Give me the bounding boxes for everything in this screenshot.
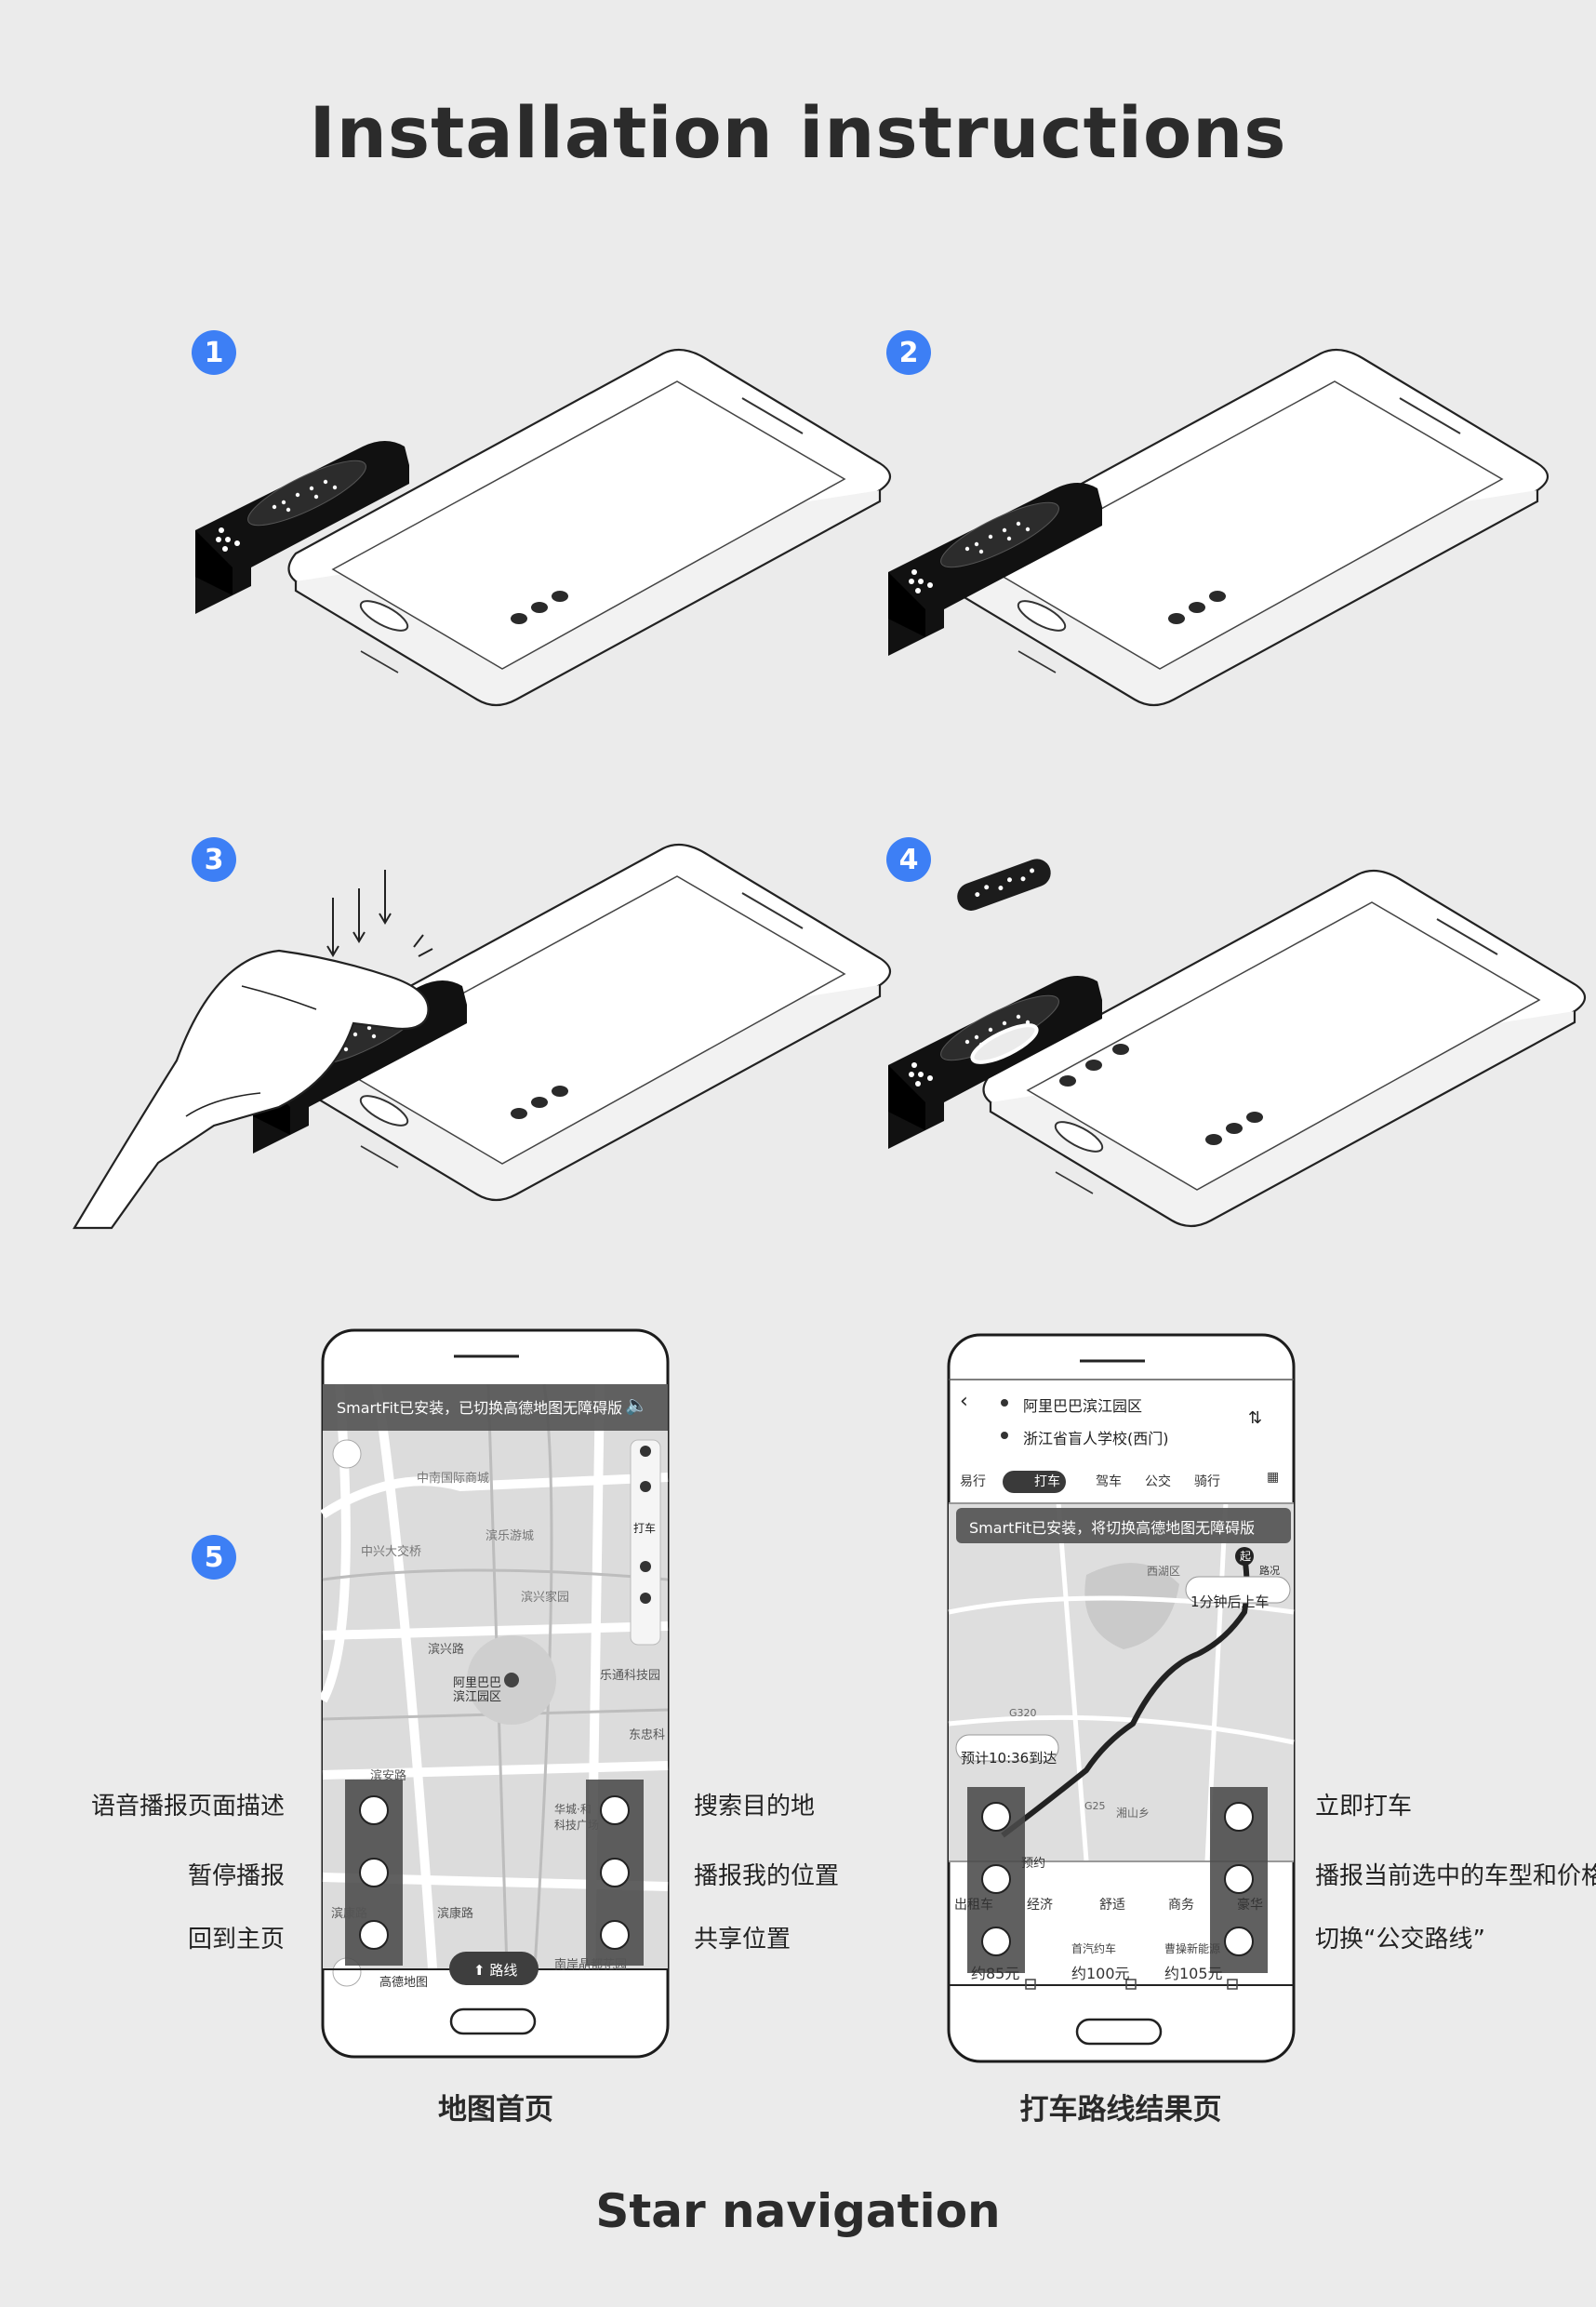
map-label: 滨康路	[437, 1907, 474, 1921]
car-tab-taxi[interactable]: 出租车	[954, 1898, 993, 1913]
caption-map-home: 地图首页	[438, 2093, 553, 2127]
eta-bubble: 预计10:36到达	[961, 1750, 1057, 1767]
screen1-toast: SmartFit已安装，已切换高德地图无障碍版	[337, 1399, 623, 1417]
swap-icon[interactable]: ⇅	[1248, 1408, 1263, 1428]
map-poi-label: 阿里巴巴滨江园区	[453, 1676, 502, 1704]
map-label: G25	[1084, 1800, 1106, 1812]
map-label: 华城·和科技广场	[554, 1803, 600, 1832]
label-search-destination: 搜索目的地	[694, 1793, 816, 1820]
map-label: 滨安路	[370, 1769, 407, 1783]
label-switch-transit: 切换“公交路线”	[1315, 1926, 1485, 1954]
car-tab-comfort[interactable]: 舒适	[1099, 1898, 1125, 1913]
car-option-name: 首汽约车	[1071, 1942, 1117, 1955]
label-voice-describe: 语音播报页面描述	[90, 1793, 285, 1820]
map-label: G320	[1009, 1707, 1037, 1719]
label-announce-car: 播报当前选中的车型和价格	[1315, 1862, 1596, 1890]
route-button-label: 路线	[489, 1962, 518, 1979]
amap-logo: 高德地图	[379, 1976, 429, 1990]
phone-taxi-route	[947, 1333, 1296, 2063]
label-home: 回到主页	[187, 1926, 285, 1954]
traffic-toggle[interactable]: 路况	[1259, 1565, 1280, 1577]
step-badge-3: 3	[192, 837, 236, 882]
car-option-price[interactable]: 约105元	[1164, 1965, 1223, 1982]
tab-transit[interactable]: 公交	[1145, 1474, 1171, 1489]
map-label: 滨兴家园	[521, 1591, 570, 1605]
map-label: 东忠科	[629, 1728, 666, 1742]
grid-icon[interactable]: ▦	[1267, 1470, 1280, 1485]
tab-easy[interactable]: 易行	[960, 1474, 986, 1489]
phone-map-home	[321, 1328, 670, 2059]
route-origin[interactable]: 阿里巴巴滨江园区	[1023, 1397, 1143, 1415]
label-call-now: 立即打车	[1315, 1793, 1413, 1820]
tab-taxi[interactable]: 打车	[1034, 1474, 1060, 1489]
map-label: 中兴大交桥	[361, 1545, 422, 1559]
step-badge-5: 5	[192, 1535, 236, 1580]
caption-taxi-route: 打车路线结果页	[1019, 2093, 1222, 2127]
reserve-button[interactable]: 预约	[1021, 1857, 1046, 1871]
map-label: 滨乐游城	[485, 1529, 535, 1543]
screen2-toast: SmartFit已安装，将切换高德地图无障碍版	[969, 1519, 1256, 1537]
installation-illustrations	[73, 348, 1587, 1230]
car-option-price[interactable]: 约100元	[1071, 1965, 1130, 1982]
back-icon[interactable]: ‹	[960, 1390, 968, 1413]
map-label: 西湖区	[1147, 1565, 1181, 1578]
page-title: Installation instructions	[309, 91, 1287, 174]
map-label: 南岸晶都花园	[554, 1958, 628, 1972]
car-option-price[interactable]: 约85元	[971, 1965, 1020, 1982]
pickup-bubble: 1分钟后上车	[1190, 1594, 1270, 1610]
label-share-location: 共享位置	[694, 1926, 791, 1954]
car-tab-business[interactable]: 商务	[1168, 1898, 1194, 1913]
map-label: 乐通科技园	[600, 1669, 661, 1683]
speaker-icon[interactable]: 🔈	[625, 1394, 648, 1416]
step-badge-2: 2	[886, 330, 931, 375]
car-tab-economy[interactable]: 经济	[1027, 1898, 1053, 1913]
step-badge-4: 4	[886, 837, 931, 882]
step-badge-1: 1	[192, 330, 236, 375]
tab-bike[interactable]: 骑行	[1194, 1474, 1220, 1489]
label-my-location: 播报我的位置	[694, 1862, 840, 1890]
map-label: 滨兴路	[428, 1643, 465, 1657]
car-tab-luxury[interactable]: 豪华	[1237, 1898, 1263, 1913]
route-arrow-icon: ⬆	[473, 1962, 490, 1979]
taxi-side-button[interactable]: 打车	[633, 1522, 657, 1535]
brand-title: Star navigation	[595, 2184, 1001, 2238]
start-marker: 起	[1240, 1550, 1252, 1563]
car-option-name: 曹操新能源	[1164, 1942, 1221, 1955]
route-button[interactable]: ⬆ 路线	[473, 1960, 517, 1980]
route-destination[interactable]: 浙江省盲人学校(西门)	[1023, 1430, 1169, 1447]
tab-drive[interactable]: 驾车	[1096, 1474, 1122, 1489]
map-label: 中南国际商城	[417, 1472, 490, 1486]
map-label: 滨康路	[331, 1907, 368, 1921]
label-pause: 暂停播报	[187, 1862, 285, 1890]
map-label: 湘山乡	[1116, 1807, 1150, 1820]
